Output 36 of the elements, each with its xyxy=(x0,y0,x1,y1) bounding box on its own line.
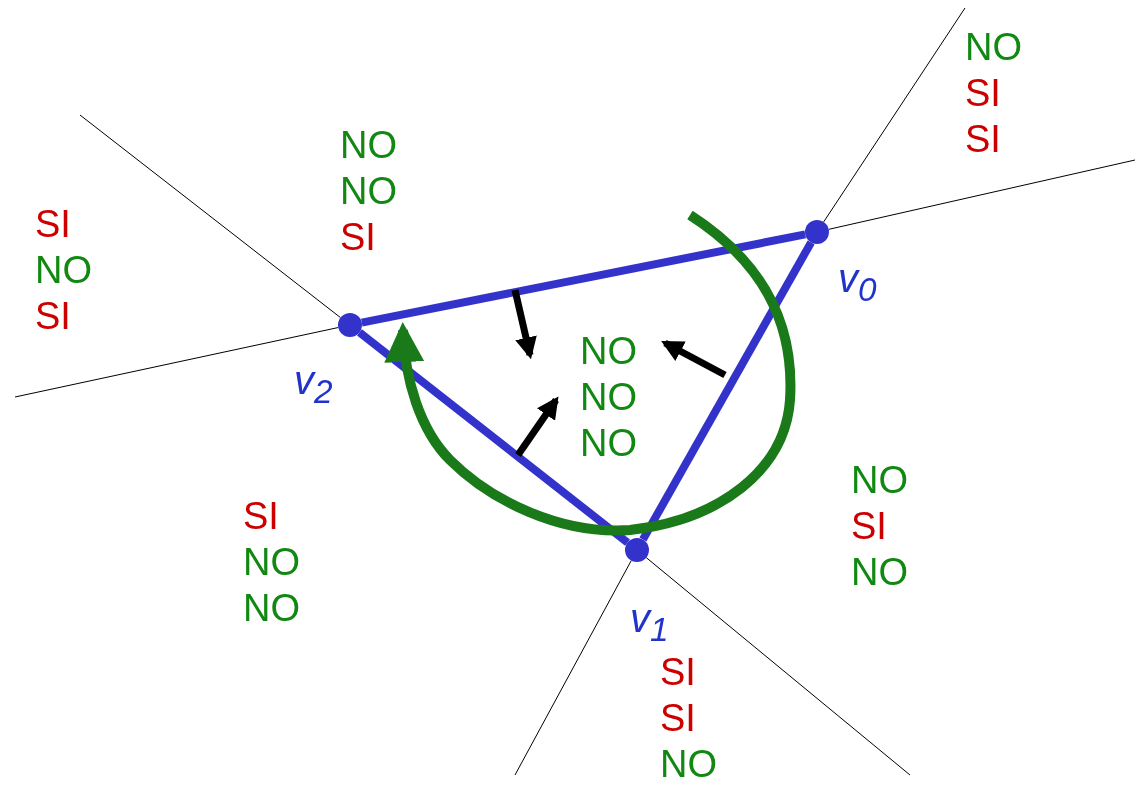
region-label: SI xyxy=(340,218,376,256)
region-label: NO xyxy=(243,543,300,581)
triangle-edge xyxy=(639,240,815,542)
region-label: SI xyxy=(660,699,696,737)
region-label: SI xyxy=(965,74,1001,112)
region-label: NO xyxy=(851,461,908,499)
region-label: NO xyxy=(660,745,717,783)
extension-line xyxy=(79,114,342,319)
triangle-edge xyxy=(361,230,806,327)
triangle-edge xyxy=(356,329,631,546)
region-label: NO xyxy=(580,332,637,370)
extension-line xyxy=(514,560,632,776)
vertex-dot xyxy=(338,313,362,337)
vertex-dot xyxy=(805,220,829,244)
region-label: SI xyxy=(35,205,71,243)
region-label: NO xyxy=(340,172,397,210)
region-label: SI xyxy=(35,297,71,335)
vertex-label: v$_{1}$ xyxy=(630,598,669,647)
region-label: SI xyxy=(851,507,887,545)
region-label: SI xyxy=(243,497,279,535)
region-label: NO xyxy=(340,126,397,164)
extension-line xyxy=(823,7,966,223)
vertex-dot xyxy=(625,538,649,562)
region-label: NO xyxy=(35,251,92,289)
vertex-label: v$_{0}$ xyxy=(838,258,877,307)
region-label: NO xyxy=(851,553,908,591)
vertex-label: v$_{2}$ xyxy=(294,360,333,409)
region-label: SI xyxy=(660,653,696,691)
extension-line xyxy=(14,327,339,398)
region-label: NO xyxy=(580,424,637,462)
extension-line xyxy=(828,159,1135,230)
region-label: NO xyxy=(965,28,1022,66)
region-label: NO xyxy=(580,378,637,416)
region-label: SI xyxy=(965,120,1001,158)
region-label: NO xyxy=(243,589,300,627)
extension-line xyxy=(645,557,911,776)
